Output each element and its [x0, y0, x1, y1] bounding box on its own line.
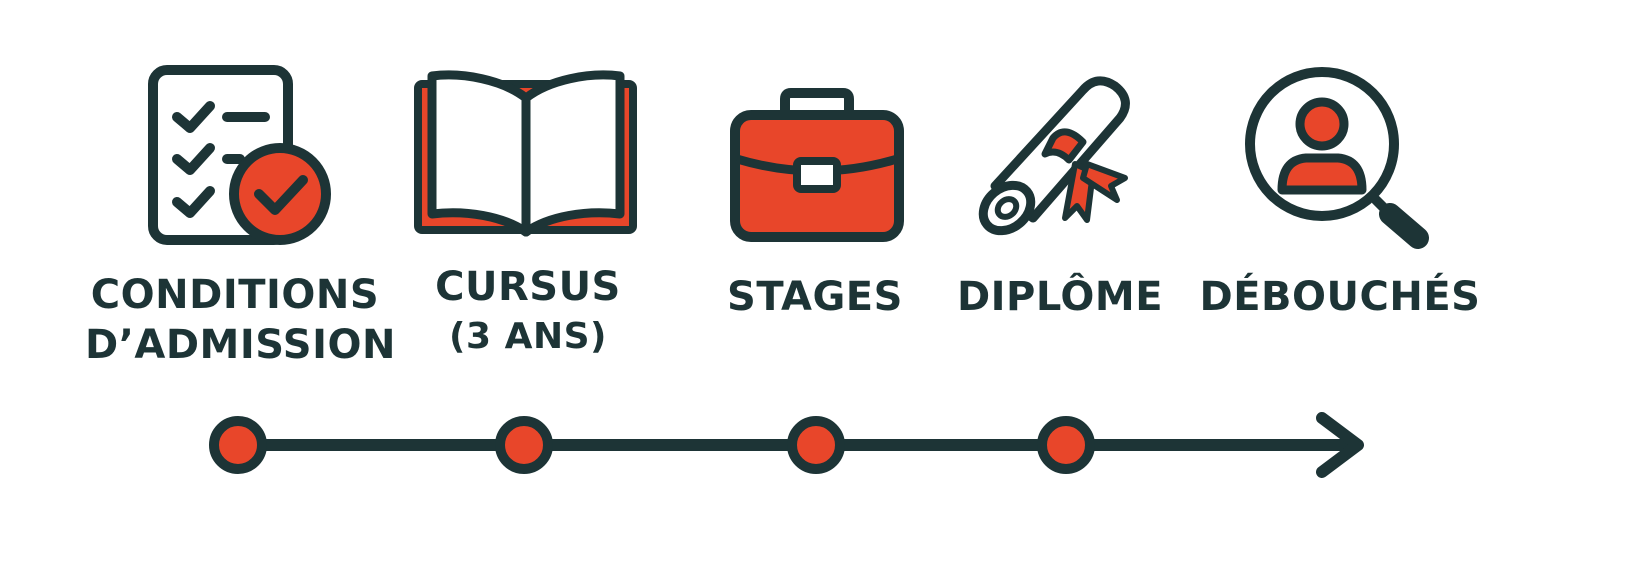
timeline-milestone	[787, 416, 845, 474]
briefcase-icon	[730, 88, 904, 242]
timeline-milestone	[1037, 416, 1095, 474]
step-label-cursus: CURSUS (3 ANS)	[435, 264, 621, 357]
timeline-milestone	[209, 416, 267, 474]
checklist-icon	[148, 65, 331, 245]
diploma-scroll-icon	[978, 76, 1130, 236]
step-label-stages: STAGES	[727, 274, 903, 320]
step-label-diplome: DIPLÔME	[956, 274, 1164, 320]
timeline-milestone	[495, 416, 553, 474]
step-label-debouches: DÉBOUCHÉS	[1199, 274, 1481, 320]
job-search-icon	[1245, 67, 1429, 249]
open-book-icon	[414, 70, 637, 237]
step-label-admission: CONDITIONS D’ADMISSION	[85, 272, 396, 368]
timeline-arrowhead	[1316, 412, 1364, 478]
